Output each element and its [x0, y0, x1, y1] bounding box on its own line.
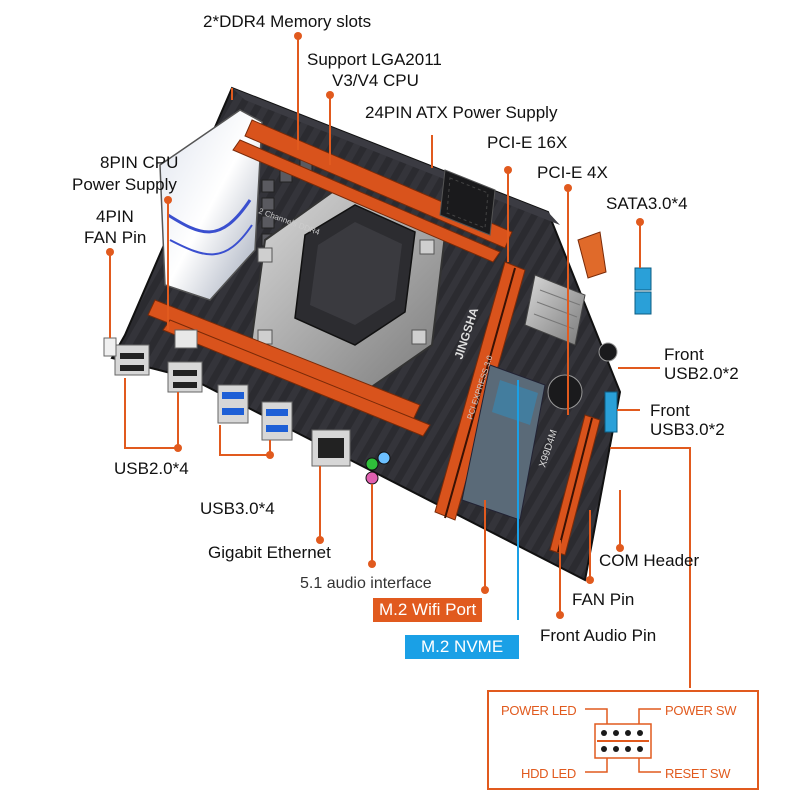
label-m2-wifi: M.2 Wifi Port	[373, 598, 483, 622]
front-panel-pins	[585, 708, 661, 773]
leader-dots	[106, 32, 644, 619]
audio-jacks	[365, 451, 391, 485]
label-front-usb3-1: Front	[650, 401, 690, 420]
label-cpu-power-1: 8PIN CPU	[100, 153, 179, 172]
label-front-usb3-2: USB3.0*2	[650, 420, 725, 439]
ethernet-port	[311, 429, 351, 467]
label-power-led: POWER LED	[501, 703, 577, 718]
cpu-socket	[248, 188, 447, 397]
vrm-heatsink	[159, 109, 263, 301]
label-usb3: USB3.0*4	[200, 499, 275, 518]
label-reset-sw: RESET SW	[665, 766, 731, 781]
label-front-usb2-2: USB2.0*2	[664, 364, 739, 383]
front-usb3-header	[604, 391, 618, 433]
rear-usb3-ports	[217, 384, 293, 441]
label-com-header: COM Header	[599, 551, 700, 570]
label-hdd-led: HDD LED	[521, 766, 576, 781]
cmos-battery	[547, 342, 618, 410]
label-audio: 5.1 audio interface	[300, 575, 432, 592]
label-cpu-support: Support LGA2011	[307, 50, 442, 69]
label-cpu-power-2: Power Supply	[72, 175, 177, 194]
pcie-16x-slot	[434, 261, 526, 521]
sata-ports	[577, 231, 652, 315]
pcie-4x-slot	[549, 414, 601, 556]
label-pcie-16x: PCI-E 16X	[487, 133, 568, 152]
front-panel-pinout: POWER LED POWER SW HDD LED RESET SW	[487, 690, 759, 790]
label-fan4-1: 4PIN	[96, 207, 134, 226]
atx-24pin-connector	[439, 169, 496, 236]
label-usb2: USB2.0*4	[114, 459, 189, 478]
cpu-8pin-connector	[103, 329, 198, 357]
label-m2-nvme: M.2 NVME	[405, 635, 520, 659]
label-fan4-2: FAN Pin	[84, 228, 147, 247]
m2-slot	[461, 364, 546, 521]
rear-usb2-ports	[114, 344, 203, 393]
label-atx-power: 24PIN ATX Power Supply	[365, 103, 558, 122]
label-memory-slots: 2*DDR4 Memory slots	[203, 12, 372, 31]
label-front-usb2-1: Front	[664, 345, 704, 364]
label-power-sw: POWER SW	[665, 703, 737, 718]
leader-lines	[109, 36, 691, 688]
label-front-audio: Front Audio Pin	[540, 626, 657, 645]
label-cpu-version: V3/V4 CPU	[332, 71, 419, 90]
label-sata: SATA3.0*4	[606, 194, 688, 213]
label-ethernet: Gigabit Ethernet	[208, 543, 331, 562]
label-pcie-4x: PCI-E 4X	[537, 163, 608, 182]
label-fan-pin: FAN Pin	[572, 590, 635, 609]
